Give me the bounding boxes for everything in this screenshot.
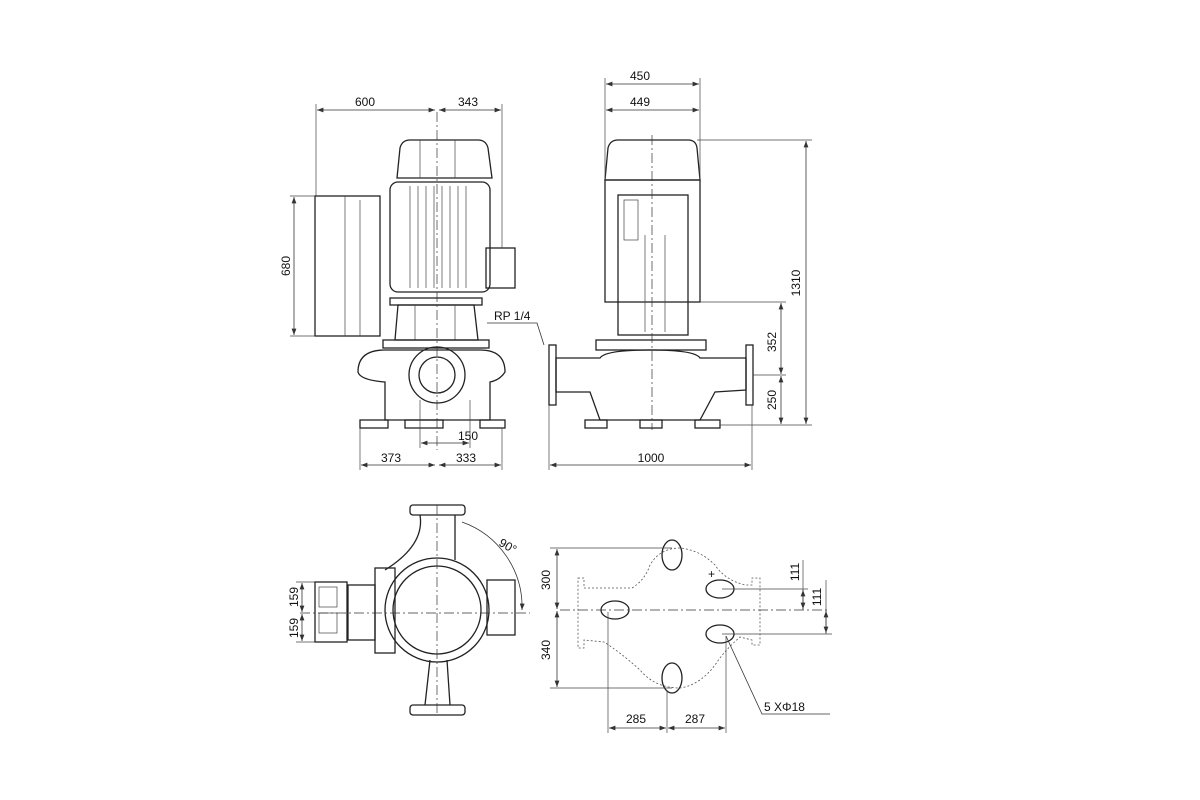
dim-285: 285 xyxy=(626,712,646,726)
motor-fan-cover xyxy=(396,139,493,179)
dim-250: 250 xyxy=(765,390,779,410)
dim-111-a: 111 xyxy=(788,563,802,582)
lantern xyxy=(394,304,479,341)
top-flange xyxy=(409,504,466,516)
dim-1000: 1000 xyxy=(638,451,665,465)
dim-1310: 1310 xyxy=(789,269,803,296)
center-cross: + xyxy=(708,567,715,581)
dim-300: 300 xyxy=(539,570,553,590)
dim-373: 373 xyxy=(381,451,401,465)
control-box xyxy=(314,581,348,643)
dim-352: 352 xyxy=(765,332,779,352)
dim-449: 449 xyxy=(630,95,650,109)
dim-333: 333 xyxy=(456,451,476,465)
inlet-flange xyxy=(548,344,557,406)
front-view: 600 343 680 150 373 333 RP 1/4 xyxy=(279,95,545,470)
hole-spec: 5 XΦ18 xyxy=(764,700,805,714)
foundation-view: + 300 340 111 111 285 287 5 XΦ18 xyxy=(539,539,832,733)
dim-340: 340 xyxy=(539,640,553,660)
top-view: 90° 159 159 xyxy=(287,504,530,716)
motor-fan-cover xyxy=(604,139,701,181)
dim-343: 343 xyxy=(458,95,478,109)
angle-90: 90° xyxy=(497,535,520,556)
rp-label: RP 1/4 xyxy=(494,309,531,323)
pump-housing xyxy=(555,349,747,421)
dim-287: 287 xyxy=(685,712,705,726)
frequency-converter xyxy=(617,194,689,336)
control-box xyxy=(314,195,381,337)
dim-600: 600 xyxy=(355,95,375,109)
junction-box xyxy=(485,247,516,289)
dim-159-b: 159 xyxy=(287,618,301,638)
dim-111-b: 111 xyxy=(810,588,824,607)
motor-body xyxy=(604,179,701,303)
motor-body xyxy=(389,181,491,293)
dim-150: 150 xyxy=(458,429,478,443)
dim-680: 680 xyxy=(279,256,293,276)
outlet-flange xyxy=(745,344,754,406)
dim-450: 450 xyxy=(630,69,650,83)
dim-159-a: 159 xyxy=(287,587,301,607)
foundation-outline xyxy=(577,547,761,689)
side-view: 450 449 1310 352 250 1000 xyxy=(548,69,812,470)
bottom-flange xyxy=(409,704,466,716)
pump-housing xyxy=(357,349,506,421)
